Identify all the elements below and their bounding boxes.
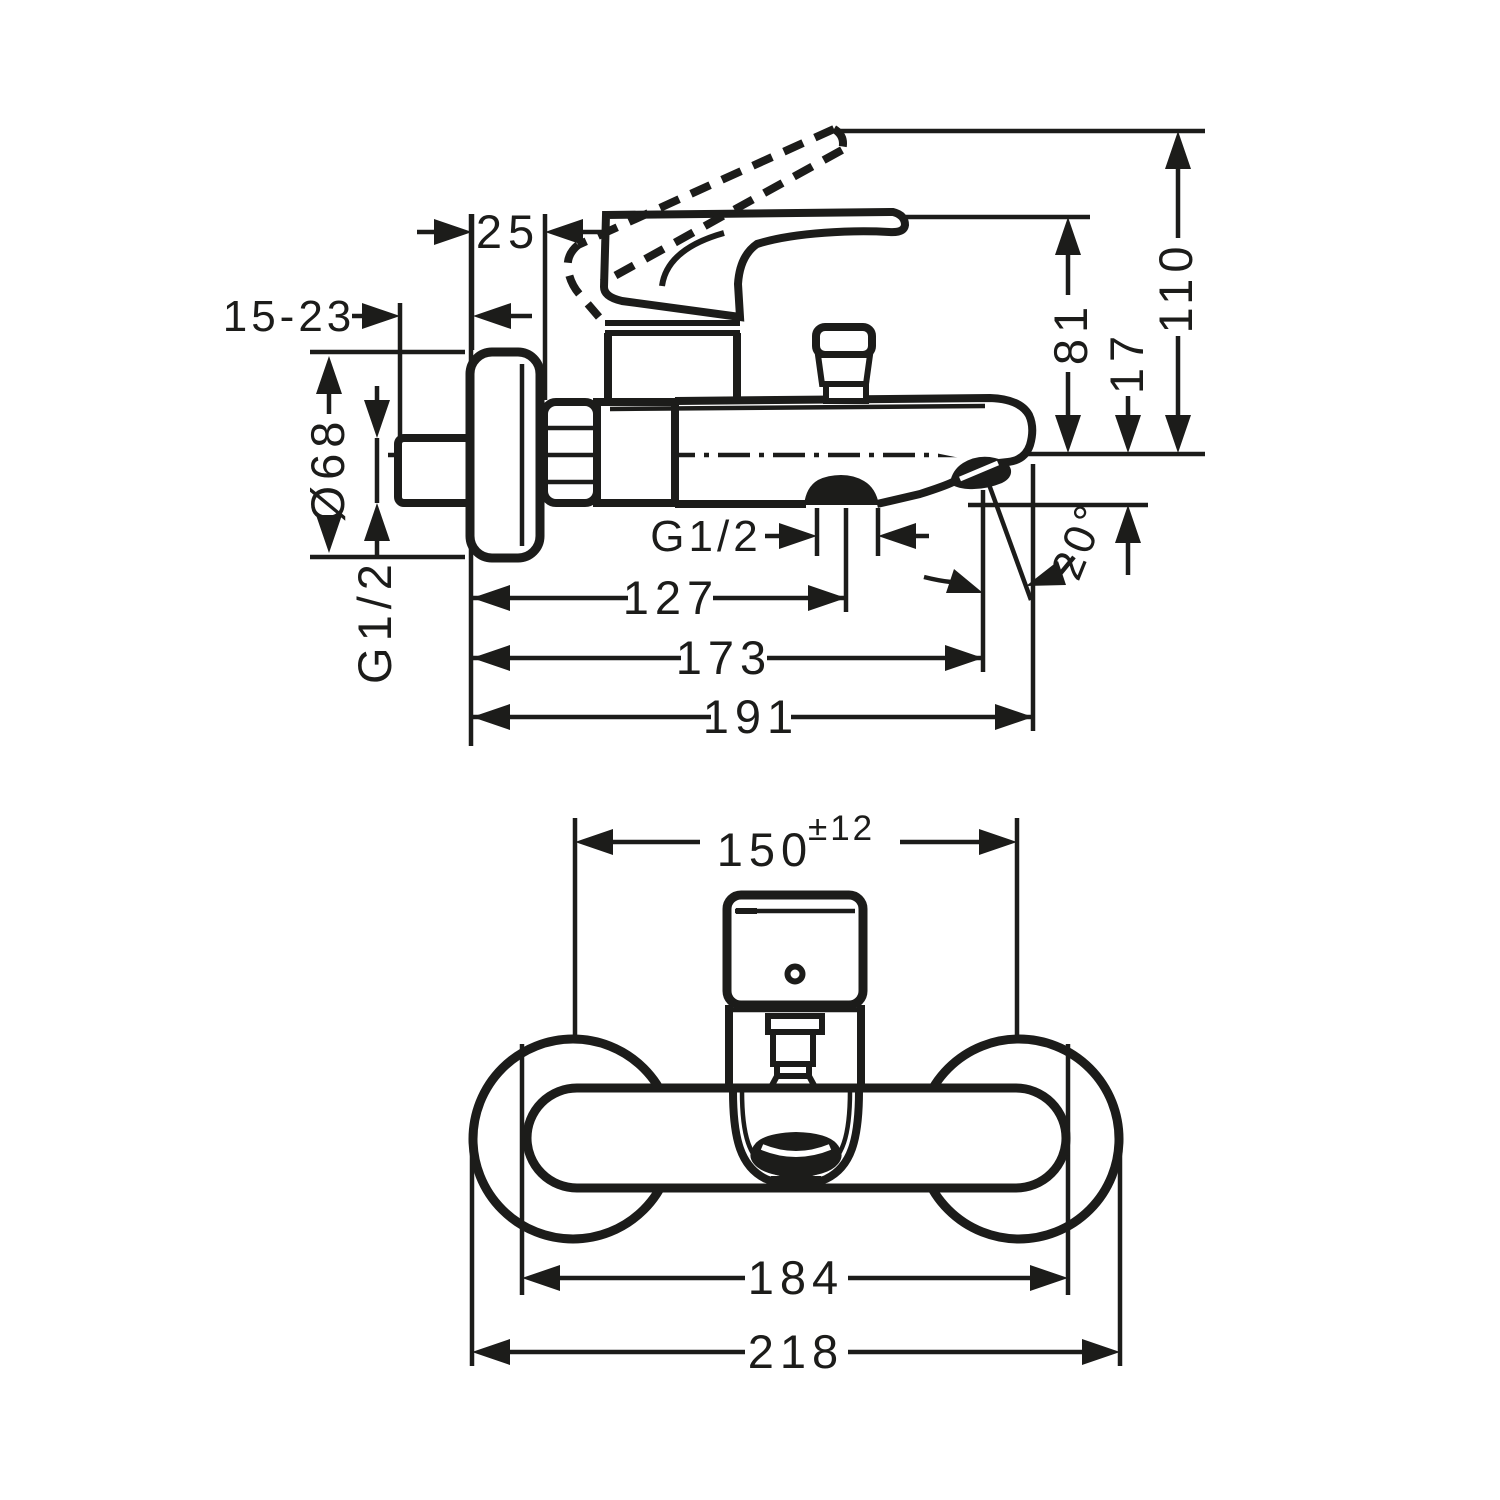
spout-top-inner-line: [609, 403, 986, 412]
dim-wall-protrusion: 15-23: [223, 292, 532, 436]
dim-reach-aerator: 127: [472, 508, 849, 624]
dim-label-127: 127: [623, 571, 719, 624]
spout-top-outline: [674, 393, 1037, 468]
handle-base-front: [725, 1005, 865, 1088]
lever-handle-open-dashed: [563, 125, 847, 320]
ext-lines-218: [469, 1144, 1123, 1366]
lever-handle: [599, 207, 910, 322]
front-view: 150 ±12 184 218: [468, 809, 1124, 1378]
ext-lines-150: [572, 818, 1020, 1038]
dim-label-g12-supply: G1/2: [348, 558, 401, 684]
dim-label-o68: Ø68: [301, 416, 354, 523]
dim-label-20deg: 20°: [1042, 495, 1117, 586]
union-nut-flats: [546, 425, 595, 485]
dim-connection-centers: 150 ±12: [575, 809, 1017, 876]
diverter-stack-2: [770, 1029, 816, 1067]
dim-reach-outlet: 173: [472, 490, 986, 684]
diverter-neck-side: [823, 381, 869, 404]
dim-label-150-tolerance: ±12: [808, 809, 875, 848]
dim-reach-total: 191: [472, 464, 1036, 743]
lever-handle-front: [722, 890, 868, 1010]
dim-outlet-thread: G1/2: [650, 508, 929, 561]
dim-label-81: 81: [1044, 301, 1097, 365]
valve-body: [604, 333, 741, 400]
dim-label-110: 110: [1149, 241, 1202, 334]
lever-dome-curve: [659, 230, 725, 287]
dim-label-g12-outlet: G1/2: [650, 512, 761, 561]
dim-label-218: 218: [748, 1325, 844, 1378]
dim-label-17: 17: [1100, 330, 1153, 394]
spout-front-pedestal: [763, 1176, 829, 1192]
diverter-cap-side: [812, 323, 876, 359]
dim-escutcheon-depth: 25: [417, 205, 608, 400]
dim-body-length: 184: [522, 1251, 1068, 1304]
dim-total-width: 218: [472, 1325, 1120, 1378]
diverter-stack-flare: [768, 1074, 818, 1089]
diverter-stack-3: [774, 1061, 812, 1079]
dim-supply-thread: G1/2: [348, 386, 401, 684]
aerator-outlet: [804, 475, 879, 505]
spout-mouth-highlight: [959, 460, 999, 482]
side-view: 25 15-23 Ø68 G1/2 G1/2: [223, 125, 1205, 746]
dim-label-25: 25: [476, 205, 540, 258]
dim-label-184: 184: [748, 1251, 844, 1304]
dim-height-open-lever: 110: [838, 128, 1205, 453]
spout-front-mouth-highlight: [760, 1144, 832, 1157]
dim-label-150: 150: [717, 823, 813, 876]
dim-escutcheon-diameter: Ø68: [301, 349, 465, 560]
body-connector: [593, 398, 679, 507]
dim-label-191: 191: [703, 690, 799, 743]
dim-label-173: 173: [676, 631, 772, 684]
dim-spout-angle: 20°: [923, 478, 1117, 601]
ext-lines-184: [519, 1044, 1071, 1295]
diverter-mid-side: [814, 352, 874, 387]
lever-pin-hole: [784, 963, 806, 985]
dim-label-15-23: 15-23: [223, 292, 356, 341]
dim-height-handle: 81: [905, 214, 1097, 453]
union-nut: [540, 398, 601, 507]
handle-base-ring: [605, 320, 740, 336]
escutcheon-side: [465, 347, 545, 563]
supply-nipple: [394, 434, 475, 507]
